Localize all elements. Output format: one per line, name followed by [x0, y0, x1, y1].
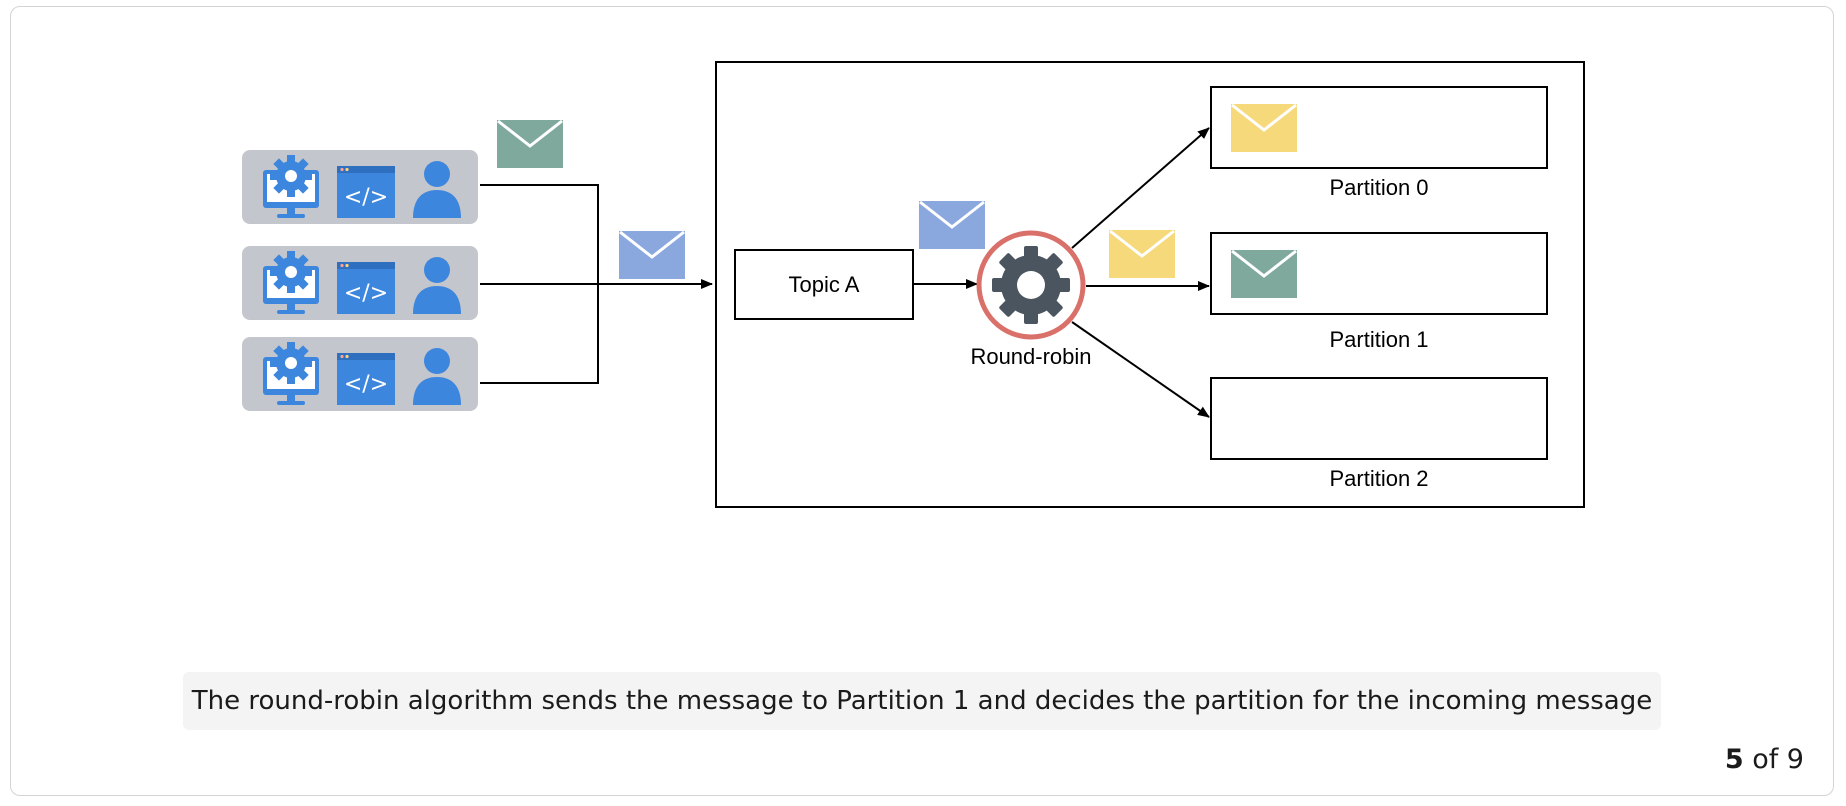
partition-2: Partition 2	[1210, 377, 1548, 491]
partition-arrows	[1071, 127, 1210, 418]
envelope-icon-incoming-blue	[617, 229, 687, 281]
pager-total: of 9	[1752, 744, 1804, 775]
envelope-icon-routing-yellow	[1107, 228, 1177, 280]
partitioner-label: Round-robin	[970, 344, 1091, 369]
partition-1: Partition 1	[1210, 232, 1548, 352]
code-glyph: </>	[344, 281, 388, 306]
producer-3: </>	[242, 337, 478, 411]
pager-current: 5	[1724, 744, 1744, 775]
topic-label: Topic A	[789, 272, 860, 297]
slide-caption: The round-robin algorithm sends the mess…	[183, 672, 1661, 730]
envelope-icon-partition0-yellow	[1229, 102, 1299, 154]
round-robin-partitioner: Round-robin	[970, 230, 1092, 369]
topic-node: Topic A	[734, 249, 914, 320]
caption-text: The round-robin algorithm sends the mess…	[191, 686, 1653, 716]
producer-2: </>	[242, 246, 478, 320]
partition-0-label: Partition 0	[1329, 175, 1428, 200]
envelope-icon-partition1-green	[1229, 248, 1299, 300]
partition-1-label: Partition 1	[1329, 327, 1428, 352]
slide-pager: 5 of 9	[1725, 744, 1804, 775]
envelope-icon-incoming-green	[495, 118, 565, 170]
gear-icon	[992, 246, 1070, 324]
producer-1: </>	[242, 150, 478, 224]
envelope-icon-topic-blue	[917, 199, 987, 251]
broker-box	[715, 61, 1585, 508]
partition-2-label: Partition 2	[1329, 466, 1428, 491]
producer-connectors	[480, 184, 713, 384]
code-glyph: </>	[344, 185, 388, 210]
code-glyph: </>	[344, 372, 388, 397]
